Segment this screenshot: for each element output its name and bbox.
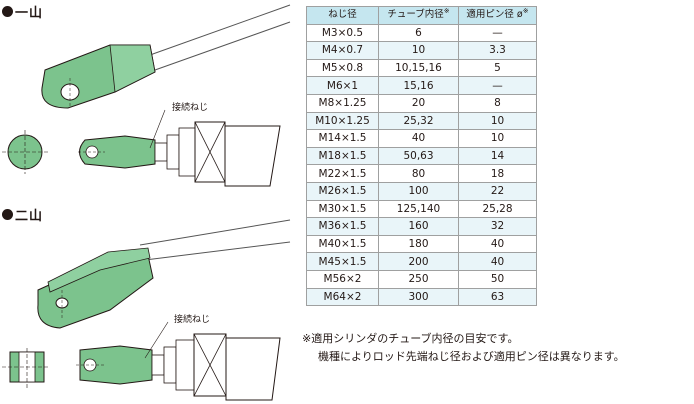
- table-cell: M8×1.25: [306, 93, 379, 113]
- table-cell: 10: [458, 129, 537, 148]
- callout-leader: [149, 109, 166, 149]
- section-title-double-clevis: 二山: [2, 205, 43, 224]
- table-cell: 10: [378, 41, 459, 60]
- header-pin-diameter: 適用ピン径 ø※: [458, 6, 537, 25]
- table-cell: 15,16: [378, 76, 459, 95]
- table-cell: 25,32: [378, 111, 459, 131]
- callout-label: 接続ねじ: [174, 313, 210, 325]
- table-cell: 40: [378, 129, 459, 148]
- footnote-line-1: ※適用シリンダのチューブ内径の目安です。: [302, 332, 519, 345]
- table-cell: M22×1.5: [306, 164, 379, 183]
- footnote-line-2: 機種によりロッド先端ねじ径および適用ピン径は異なります。: [318, 350, 625, 363]
- table-cell: 14: [458, 146, 537, 166]
- section-title-single-clevis: 一山: [2, 2, 43, 21]
- table-cell: M3×0.5: [306, 23, 379, 43]
- clevis-end-view: [2, 348, 50, 388]
- clevis-iso-illustration: [37, 219, 291, 329]
- table-cell: M36×1.5: [306, 217, 379, 236]
- table-cell: 5: [458, 58, 537, 78]
- table-cell: M45×1.5: [306, 252, 379, 271]
- table-cell: M64×2: [306, 287, 379, 307]
- single-clevis-drawing: 接続ねじ: [2, 4, 291, 187]
- table-cell: M10×1.25: [306, 111, 379, 131]
- table-cell: M30×1.5: [306, 199, 379, 219]
- table-cell: 63: [458, 287, 537, 307]
- table-cell: 50,63: [378, 146, 459, 166]
- table-cell: 40: [458, 252, 537, 271]
- table-cell: 125,140: [378, 199, 459, 219]
- table-cell: 40: [458, 234, 537, 254]
- table-cell: 10,15,16: [378, 58, 459, 78]
- table-cell: 8: [458, 93, 537, 113]
- table-cell: M18×1.5: [306, 146, 379, 166]
- table-cell: 32: [458, 217, 537, 236]
- header-thread-size: ねじ径: [306, 6, 379, 25]
- table-cell: 6: [378, 23, 459, 43]
- table-cell: M14×1.5: [306, 129, 379, 148]
- callout-label: 接続ねじ: [172, 101, 208, 113]
- table-cell: 25,28: [458, 199, 537, 219]
- rod-eye-iso-illustration: [41, 4, 291, 109]
- footnote: ※適用シリンダのチューブ内径の目安です。 機種によりロッド先端ねじ径および適用ピ…: [302, 330, 625, 366]
- table-cell: M56×2: [306, 269, 379, 289]
- table-cell: —: [458, 76, 537, 95]
- table-cell: 180: [378, 234, 459, 254]
- table-cell: M5×0.8: [306, 58, 379, 78]
- table-cell: M26×1.5: [306, 181, 379, 201]
- bullet-icon: [2, 6, 13, 17]
- table-cell: 200: [378, 252, 459, 271]
- table-cell: 3.3: [458, 41, 537, 60]
- table-cell: M4×0.7: [306, 41, 379, 60]
- table-cell: —: [458, 23, 537, 43]
- table-cell: 80: [378, 164, 459, 183]
- rod-eye-side-view: [78, 121, 281, 187]
- table-cell: 20: [378, 93, 459, 113]
- table-cell: M40×1.5: [306, 234, 379, 254]
- table-cell: M6×1: [306, 76, 379, 95]
- table-cell: 50: [458, 269, 537, 289]
- bullet-icon: [2, 209, 13, 220]
- table-cell: 300: [378, 287, 459, 307]
- callout-leader: [144, 321, 169, 359]
- table-header-row: ねじ径 チューブ内径※ 適用ピン径 ø※: [306, 6, 537, 25]
- double-clevis-drawing: 接続ねじ: [2, 219, 291, 401]
- table-cell: 10: [458, 111, 537, 131]
- table-cell: 22: [458, 181, 537, 201]
- section-one-title: 一山: [15, 6, 44, 21]
- clevis-side-view: [76, 333, 281, 401]
- table-cell: 250: [378, 269, 459, 289]
- header-tube-bore: チューブ内径※: [378, 6, 459, 25]
- section-two-title: 二山: [15, 209, 44, 224]
- rod-eye-end-view: [2, 130, 48, 174]
- table-cell: 18: [458, 164, 537, 183]
- table-cell: 100: [378, 181, 459, 201]
- table-cell: 160: [378, 217, 459, 236]
